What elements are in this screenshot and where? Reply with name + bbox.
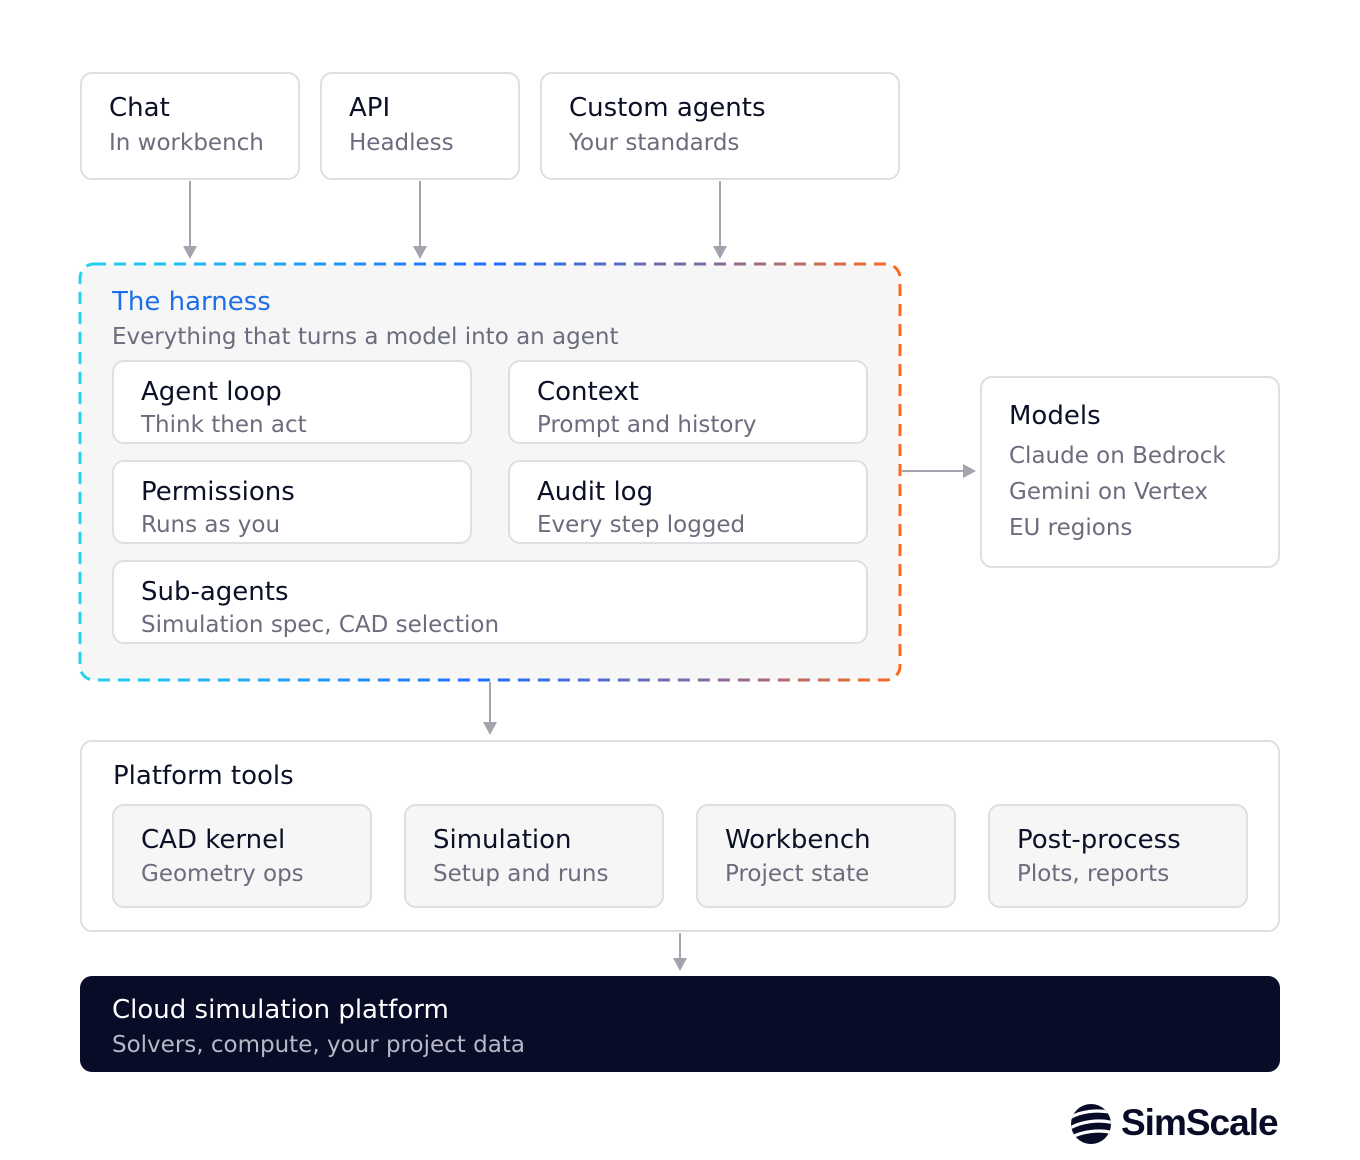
component-subtitle: Think then act [141,412,307,438]
interface-custom-agents: Custom agents Your standards [540,72,900,180]
harness-border [78,262,902,682]
component-title: Agent loop [141,377,282,407]
interface-chat: Chat In workbench [80,72,300,180]
harness-subtitle: Everything that turns a model into an ag… [112,324,619,350]
harness-panel: The harness Everything that turns a mode… [80,264,900,680]
cloud-subtitle: Solvers, compute, your project data [112,1032,525,1058]
cloud-platform-panel: Cloud simulation platform Solvers, compu… [80,976,1280,1072]
model-item: Gemini on Vertex [1009,479,1208,505]
tool-post-process: Post-process Plots, reports [988,804,1248,908]
interface-title: Custom agents [569,93,766,123]
brand-name: SimScale [1121,1102,1279,1143]
tool-workbench: Workbench Project state [696,804,956,908]
tool-subtitle: Setup and runs [433,861,609,887]
harness-title: The harness [112,287,271,317]
tool-subtitle: Plots, reports [1017,861,1170,887]
tool-subtitle: Project state [725,861,870,887]
component-subtitle: Every step logged [537,512,746,538]
tool-title: Post-process [1017,825,1181,855]
tool-cad-kernel: CAD kernel Geometry ops [112,804,372,908]
brand-logo: SimScale [1070,1102,1282,1146]
tool-title: Workbench [725,825,871,855]
interface-title: API [349,93,391,123]
component-subtitle: Runs as you [141,512,281,538]
harness-component-permissions: Permissions Runs as you [112,460,472,544]
component-subtitle: Simulation spec, CAD selection [141,612,500,638]
harness-component-audit-log: Audit log Every step logged [508,460,868,544]
component-subtitle: Prompt and history [537,412,757,438]
models-box: Models Claude on Bedrock Gemini on Verte… [980,376,1280,568]
tool-subtitle: Geometry ops [141,861,304,887]
component-title: Context [537,377,639,407]
interface-subtitle: Headless [349,130,454,156]
harness-component-sub-agents: Sub-agents Simulation spec, CAD selectio… [112,560,868,644]
model-item: EU regions [1009,515,1133,541]
component-title: Permissions [141,477,295,507]
platform-tools-title: Platform tools [113,761,294,791]
tool-title: CAD kernel [141,825,286,855]
component-title: Audit log [537,477,654,507]
tool-simulation: Simulation Setup and runs [404,804,664,908]
models-title: Models [1009,401,1101,431]
interface-title: Chat [109,93,170,123]
harness-component-context: Context Prompt and history [508,360,868,444]
interface-api: API Headless [320,72,520,180]
interface-subtitle: In workbench [109,130,264,156]
harness-component-agent-loop: Agent loop Think then act [112,360,472,444]
interface-subtitle: Your standards [569,130,740,156]
cloud-title: Cloud simulation platform [112,995,449,1025]
component-title: Sub-agents [141,577,289,607]
model-item: Claude on Bedrock [1009,443,1226,469]
simscale-logo-icon [1071,1104,1111,1144]
tool-title: Simulation [433,825,572,855]
